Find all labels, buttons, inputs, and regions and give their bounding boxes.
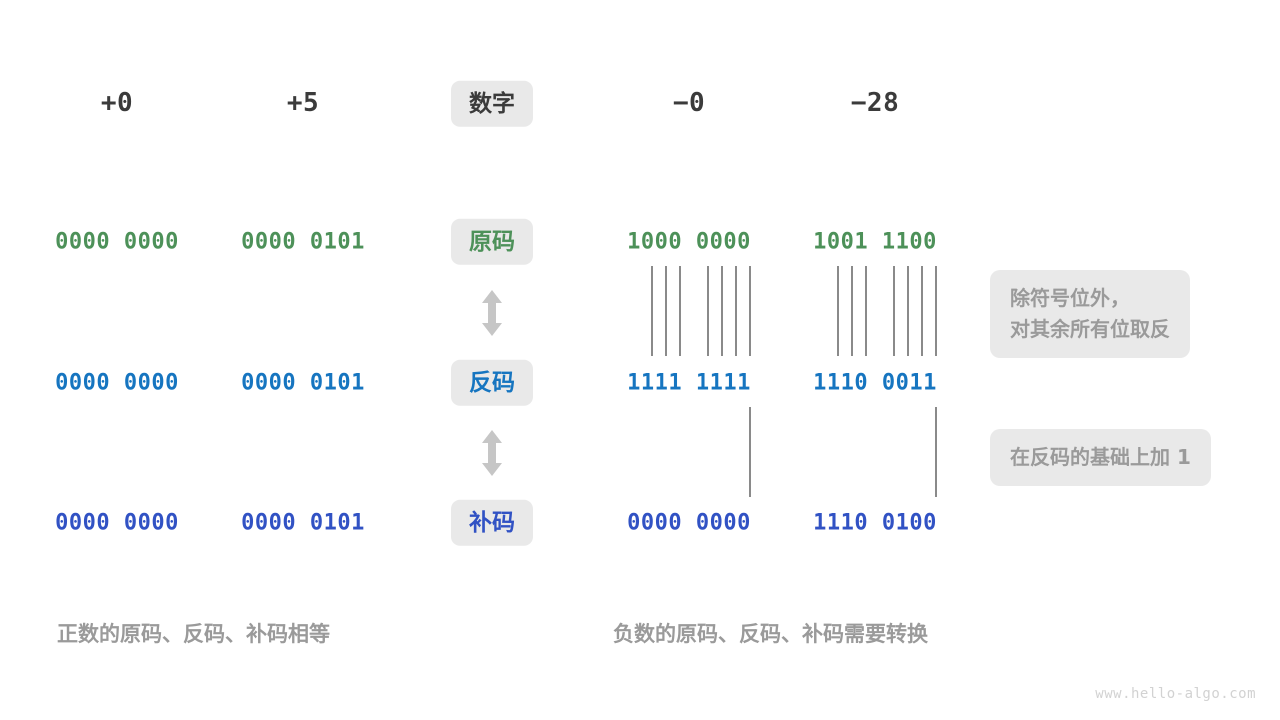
bit-connector-line [851, 266, 853, 356]
note-add-one-to-ones-complement: 在反码的基础上加 1 [990, 429, 1211, 486]
original-to-ones-complement-arrow-icon [479, 288, 505, 338]
site-watermark: www.hello-algo.com [1095, 686, 1256, 702]
twos-complement-plus-five-bits: 0000 0101 [241, 510, 365, 536]
row-label-ones-complement: 反码 [451, 359, 533, 407]
twos-complement-minus-zero-bits: 0000 0000 [627, 510, 751, 536]
caption-positive-numbers: 正数的原码、反码、补码相等 [57, 622, 330, 646]
bit-connector-line [837, 266, 839, 356]
header-number-minus-twentyeight: −28 [850, 88, 900, 118]
caption-negative-numbers: 负数的原码、反码、补码需要转换 [613, 622, 928, 646]
carry-connector-line [935, 407, 937, 497]
sign-magnitude-plus-five-bits: 0000 0101 [241, 229, 365, 255]
header-number-minus-zero: −0 [672, 88, 706, 118]
bit-connector-line [893, 266, 895, 356]
note-invert-non-sign-bits: 除符号位外， 对其余所有位取反 [990, 270, 1190, 358]
bit-connector-line [665, 266, 667, 356]
header-number-plus-five: +5 [286, 88, 320, 118]
row-header-label-number: 数字 [451, 80, 533, 128]
ones-complement-minus-twentyeight-bits: 1110 0011 [813, 370, 937, 396]
carry-connector-line [749, 407, 751, 497]
header-number-plus-zero: +0 [100, 88, 134, 118]
sign-magnitude-minus-twentyeight-bits: 1001 1100 [813, 229, 937, 255]
row-label-twos-complement: 补码 [451, 499, 533, 547]
ones-complement-minus-zero-bits: 1111 1111 [627, 370, 751, 396]
twos-complement-minus-twentyeight-bits: 1110 0100 [813, 510, 937, 536]
ones-to-twos-complement-arrow-icon [479, 428, 505, 478]
bit-connector-line [679, 266, 681, 356]
bit-connector-line [707, 266, 709, 356]
ones-complement-plus-zero-bits: 0000 0000 [55, 370, 179, 396]
bit-connector-line [907, 266, 909, 356]
bit-connector-line [921, 266, 923, 356]
row-label-sign-magnitude: 原码 [451, 218, 533, 266]
bit-connector-line [749, 266, 751, 356]
bit-connector-line [865, 266, 867, 356]
twos-complement-plus-zero-bits: 0000 0000 [55, 510, 179, 536]
sign-magnitude-minus-zero-bits: 1000 0000 [627, 229, 751, 255]
bit-connector-line [935, 266, 937, 356]
bit-connector-line [651, 266, 653, 356]
bit-connector-line [721, 266, 723, 356]
ones-complement-plus-five-bits: 0000 0101 [241, 370, 365, 396]
sign-magnitude-plus-zero-bits: 0000 0000 [55, 229, 179, 255]
bit-connector-line [735, 266, 737, 356]
